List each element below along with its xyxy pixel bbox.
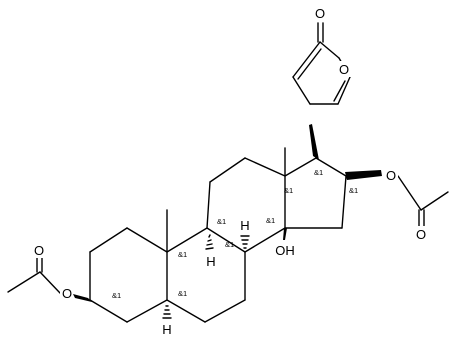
bond	[206, 227, 246, 253]
wedge-bond	[283, 228, 287, 240]
stereo-mark: &1	[178, 289, 187, 298]
hash-bond-h9	[205, 234, 214, 250]
bond	[337, 76, 351, 105]
bond	[333, 80, 346, 102]
wedge-bond	[73, 294, 92, 302]
atom-labels: O O O O OH O O H H H	[33, 5, 428, 337]
bond	[315, 157, 347, 177]
hash-bond-h8	[240, 235, 250, 249]
bond	[166, 227, 208, 253]
bond	[39, 271, 61, 294]
bond	[319, 41, 340, 59]
bond	[397, 175, 422, 211]
stereo-mark: &1	[112, 291, 121, 300]
atom-label-o: O	[416, 227, 426, 242]
stereo-mark: &1	[349, 186, 358, 195]
stereo-mark: &1	[225, 240, 234, 249]
wedge-bond	[345, 170, 382, 180]
bond	[209, 157, 246, 183]
atom-label-oh: OH	[275, 243, 295, 258]
wedge-bond	[309, 124, 319, 160]
bond	[244, 227, 286, 253]
atom-label-o: O	[62, 286, 72, 301]
stereo-marks: &1 &1 &1 &1 &1 &1 &1 &1 &1	[112, 168, 358, 300]
bond	[341, 175, 347, 229]
bond	[292, 76, 311, 105]
atom-label-o: O	[339, 62, 349, 77]
bond	[126, 227, 168, 253]
stereo-mark: &1	[178, 250, 187, 259]
bond	[284, 157, 317, 177]
stereo-mark: &1	[266, 216, 275, 225]
bond	[292, 41, 321, 78]
bond	[420, 191, 449, 211]
atom-label-o: O	[386, 168, 396, 183]
bond	[204, 299, 246, 323]
atom-label-h: H	[162, 322, 171, 337]
bond	[166, 299, 206, 323]
stereo-bonds	[73, 124, 382, 319]
hash-bond-h5	[162, 305, 172, 319]
atom-label-o: O	[34, 243, 44, 258]
bond	[244, 157, 286, 177]
bond	[297, 48, 322, 80]
atom-label-o: O	[315, 6, 325, 21]
bond	[89, 299, 128, 323]
bond	[89, 227, 128, 253]
bond	[206, 181, 211, 229]
bond	[126, 299, 168, 323]
stereo-mark: &1	[314, 168, 323, 177]
bond	[7, 271, 41, 293]
stereo-mark: &1	[284, 186, 293, 195]
stereo-mark: &1	[217, 217, 226, 226]
atom-label-h: H	[240, 218, 249, 233]
bonds	[7, 22, 449, 323]
atom-label-h: H	[206, 254, 215, 269]
